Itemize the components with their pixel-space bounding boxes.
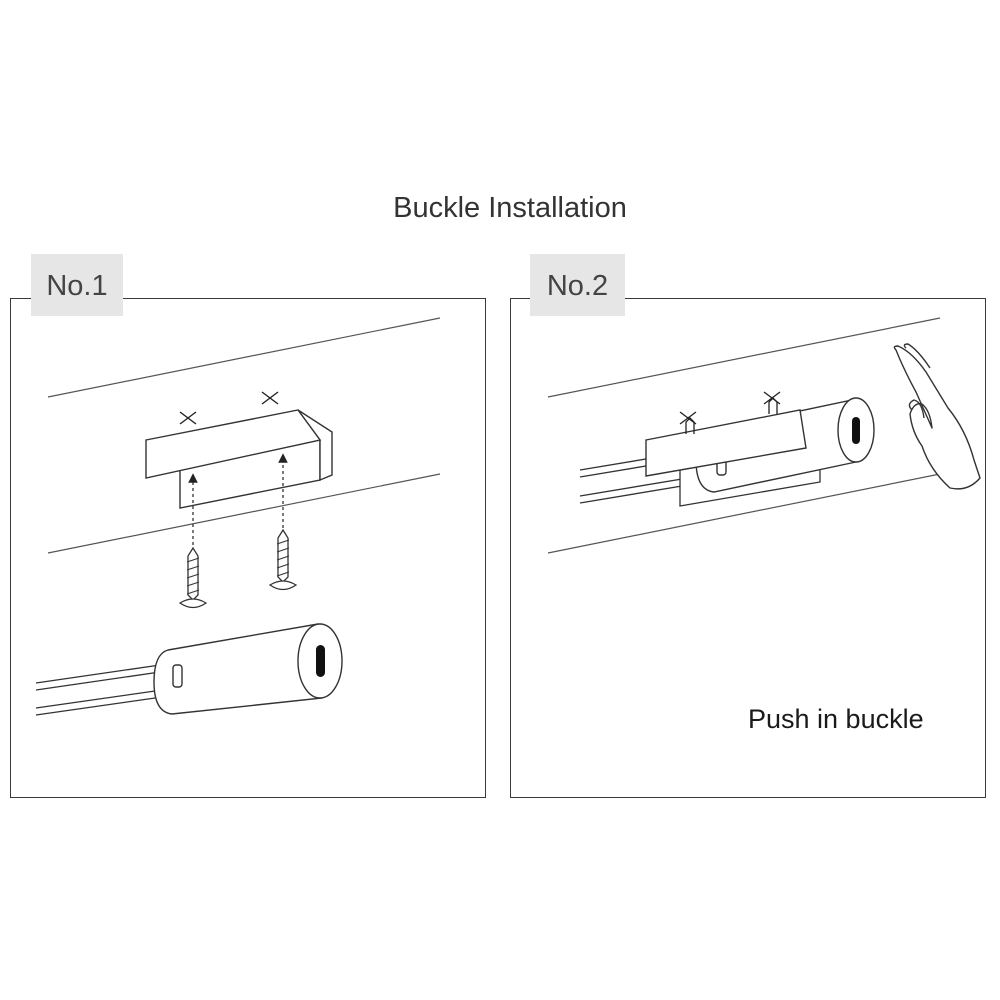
- hand-icon: [893, 343, 981, 490]
- cabinet-edge-line: [547, 473, 941, 554]
- cabinet-edge-line: [47, 473, 441, 554]
- step-1-panel: [10, 298, 486, 798]
- step-1-label: No.1: [31, 254, 123, 316]
- buckle-bracket: [645, 409, 807, 477]
- sensor-switch: [153, 623, 343, 715]
- buckle-bracket: [145, 409, 333, 509]
- sensor-window-icon: [316, 645, 325, 677]
- cable-wires: [35, 664, 163, 716]
- mark-x-icon: [179, 391, 279, 425]
- step-2-caption: Push in buckle: [748, 704, 924, 734]
- step-1-illustration: [35, 317, 441, 716]
- diagram-title: Buckle Installation: [393, 192, 627, 224]
- screw-icon: [178, 546, 208, 609]
- sensor-window-icon: [852, 417, 860, 444]
- slot-icon: [172, 664, 183, 688]
- step-2-panel: [510, 298, 986, 798]
- mark-x-icon: [679, 391, 781, 434]
- step-2-label: No.2: [530, 254, 625, 316]
- cabinet-edge-line: [547, 317, 941, 398]
- step-2-illustration: [547, 317, 981, 554]
- screw-icon: [268, 528, 298, 591]
- cabinet-edge-line: [47, 317, 441, 398]
